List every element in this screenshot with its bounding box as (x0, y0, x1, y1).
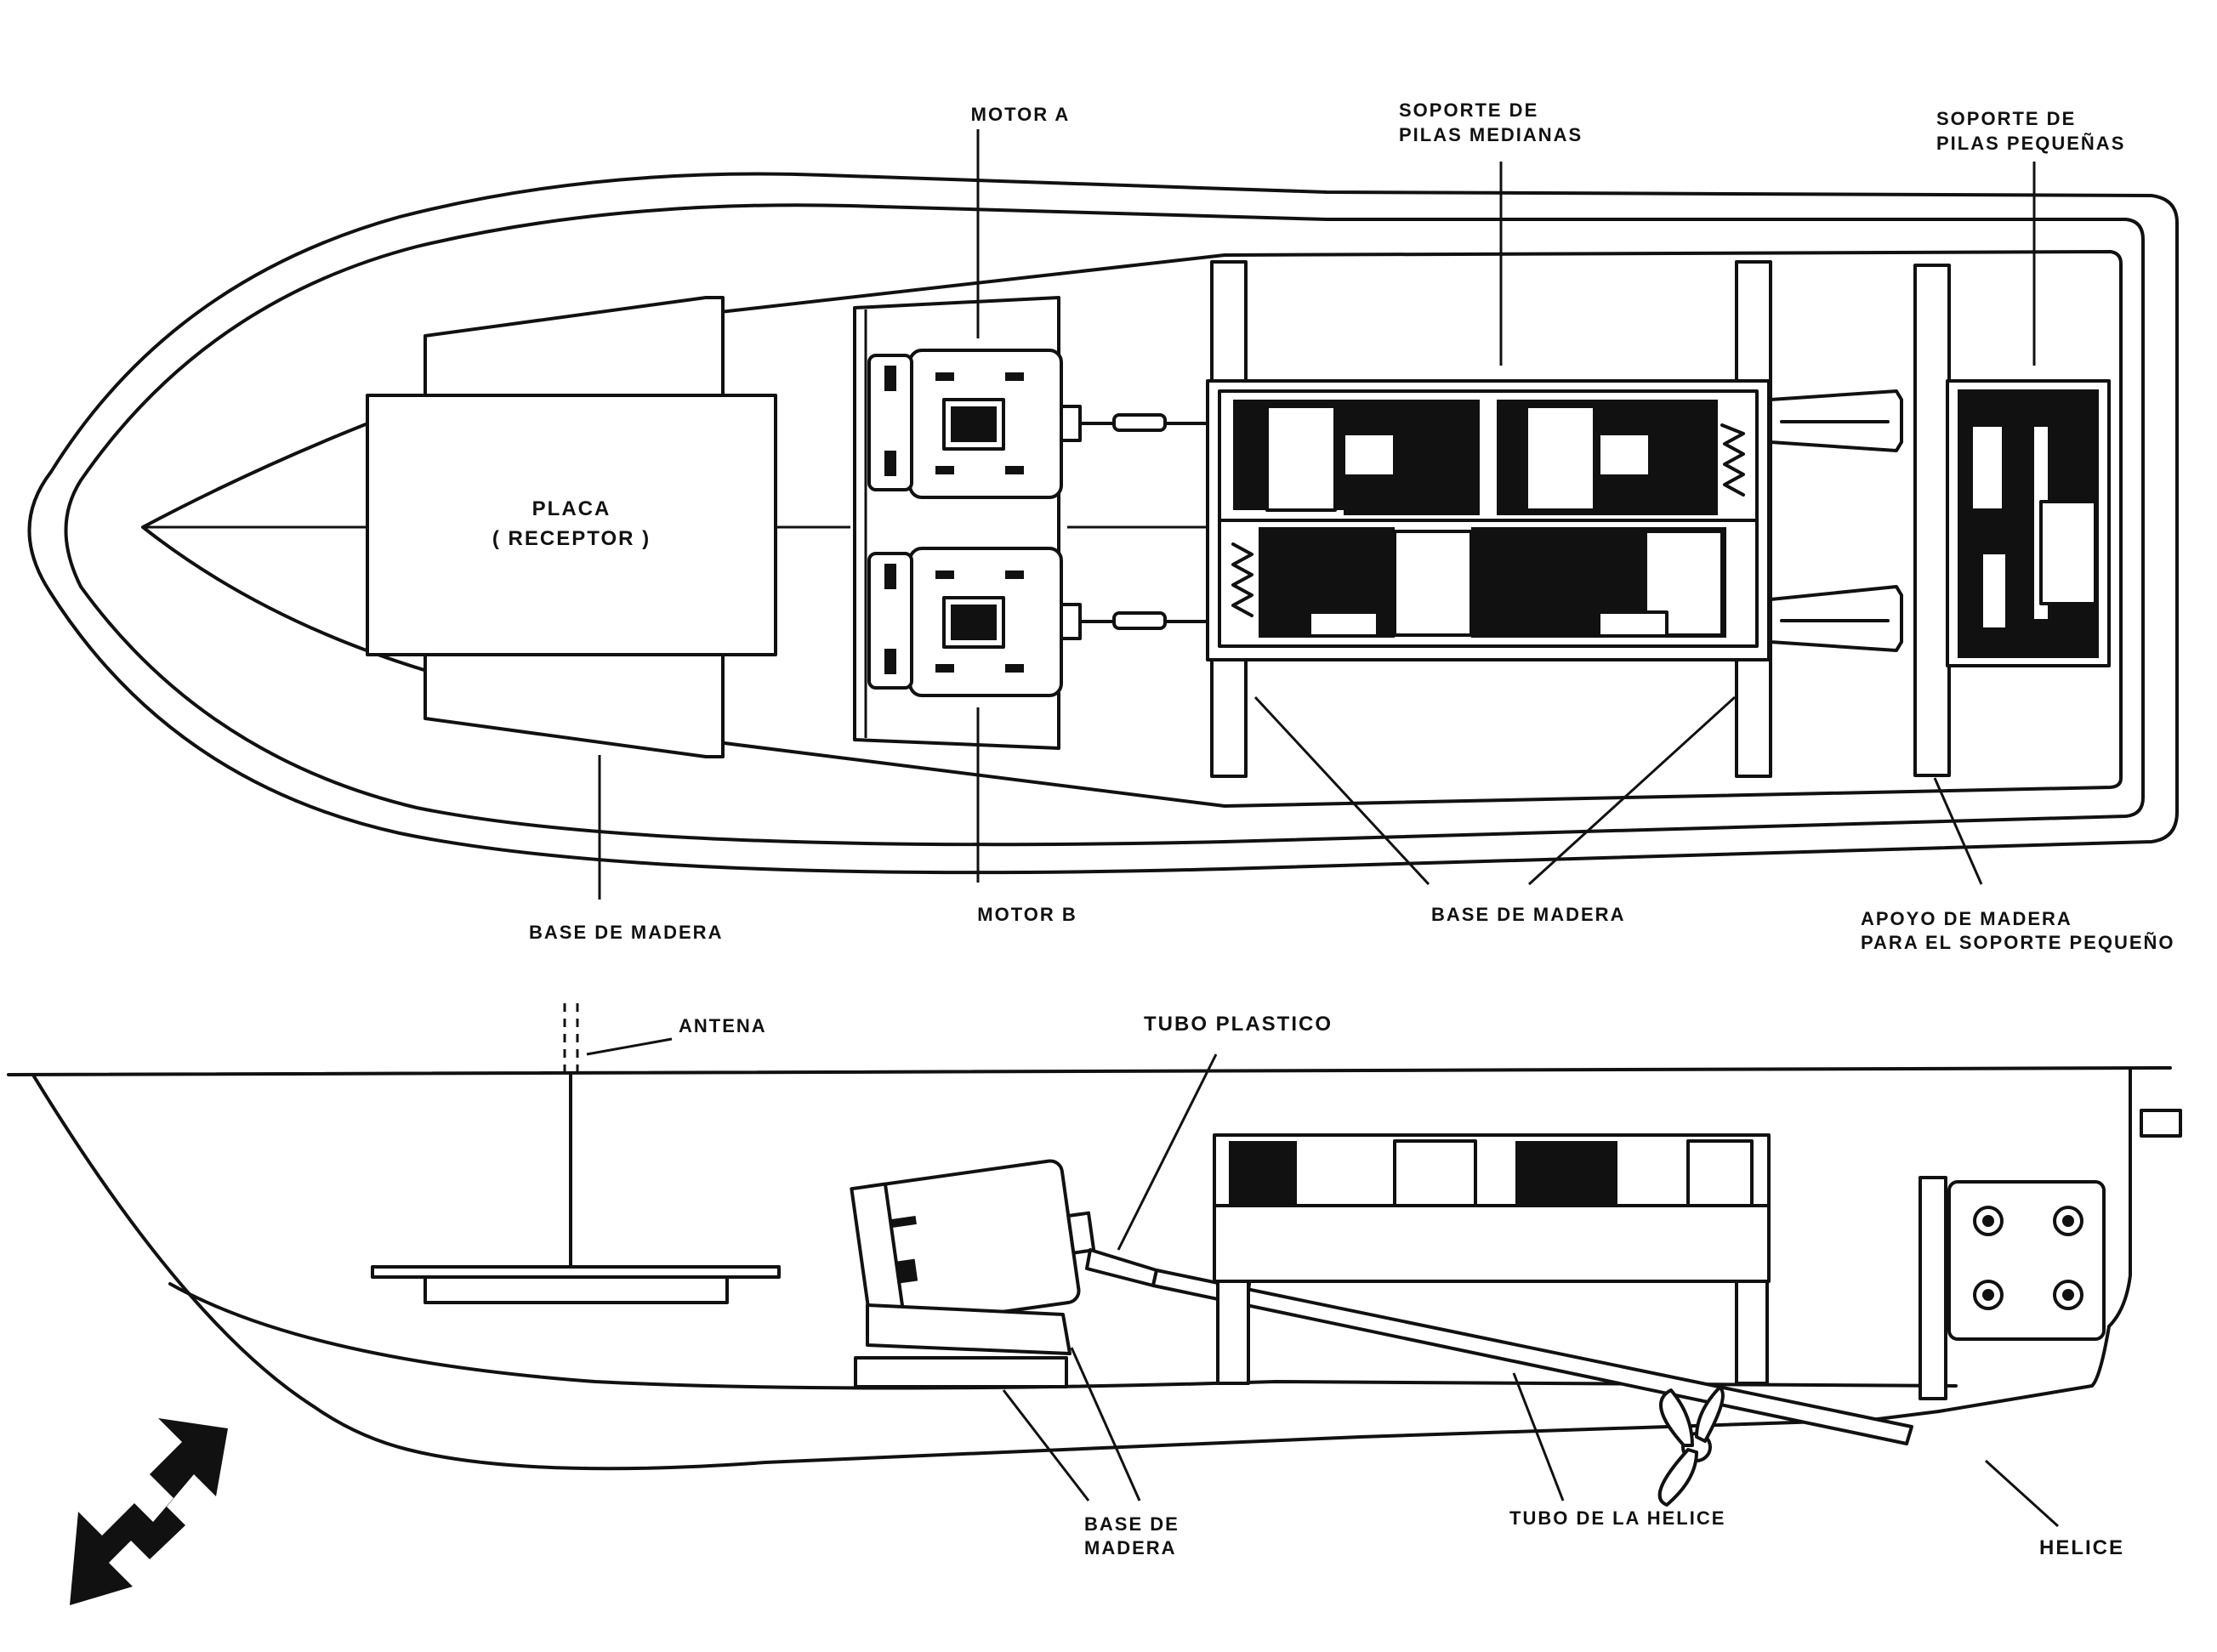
helice-label: HELICE (2039, 1536, 2124, 1559)
base-madera-left-label: BASE DE MADERA (529, 922, 723, 943)
apoyo-label-1: APOYO DE MADERA (1861, 908, 2072, 929)
placa-label: PLACA (532, 497, 611, 520)
base-madera-center-leader-2 (1527, 695, 1737, 886)
prop-shaft-b (1769, 585, 1903, 652)
apoyo-label-2: PARA EL SOPORTE PEQUEÑO (1861, 932, 2175, 953)
transom-stub (2140, 1109, 2182, 1138)
receptor-label: ( RECEPTOR ) (492, 527, 651, 550)
tubo-plastico-label: TUBO PLASTICO (1144, 1013, 1333, 1036)
tubo-helice-leader (1512, 1372, 1565, 1502)
double-headed-zigzag-arrow-icon (70, 1418, 228, 1605)
base-side-leader-1 (1002, 1389, 1090, 1502)
base-side-leader-2 (1070, 1347, 1141, 1502)
base-madera-center-leader-1 (1253, 695, 1430, 886)
battery-holder-side (1213, 1133, 1771, 1385)
motor-b-label: MOTOR B (977, 904, 1077, 925)
motor-wood-base (854, 1356, 1068, 1388)
helice-leader (1984, 1459, 2060, 1528)
soporte-medianas-label-1: SOPORTE DE (1399, 99, 1538, 121)
propeller-tube (1151, 1269, 1913, 1445)
antena-label: ANTENA (679, 1015, 767, 1036)
apoyo-leader (1933, 777, 1983, 885)
small-battery-holder (1946, 379, 2111, 667)
stern-support (1919, 1176, 1947, 1400)
soporte-pequenas-label-2: PILAS PEQUEÑAS (1936, 133, 2125, 154)
hull-profile-side (32, 1075, 1941, 1471)
base-madera-center-label: BASE DE MADERA (1431, 904, 1625, 925)
soporte-pequenas-label-1: SOPORTE DE (1936, 108, 2076, 129)
antena-leader (586, 1037, 673, 1056)
base-side-label-2: MADERA (1084, 1537, 1177, 1558)
hull-inner-line-top (64, 203, 2145, 847)
wood-strip-3 (1913, 264, 1951, 777)
stern-profile (1937, 1068, 2132, 1413)
stern-plate (1947, 1180, 2106, 1341)
side-view: ANTENA TUBO PLASTICO BASE DE MADERA TUBO… (7, 1003, 2182, 1559)
plastic-tube (1085, 1248, 1158, 1287)
receiver-board (366, 394, 777, 656)
propeller (1657, 1386, 1725, 1507)
motor-a (867, 349, 1209, 499)
tubo-helice-label: TUBO DE LA HELICE (1509, 1507, 1725, 1529)
motor-a-label: MOTOR A (971, 104, 1071, 125)
motor-side (850, 1159, 1096, 1332)
base-side-label-1: BASE DE (1084, 1513, 1180, 1535)
receiver-base-side (424, 1275, 729, 1304)
deck-line (7, 1066, 2172, 1076)
motor-wedge-base (866, 1303, 1072, 1355)
tubo-plastico-leader (1117, 1053, 1218, 1251)
hull-outline-top (27, 172, 2179, 875)
soporte-medianas-label-2: PILAS MEDIANAS (1399, 124, 1583, 145)
top-view: PLACA ( RECEPTOR ) (27, 99, 2179, 953)
medium-battery-holder (1206, 379, 1771, 661)
motor-b (867, 547, 1209, 697)
